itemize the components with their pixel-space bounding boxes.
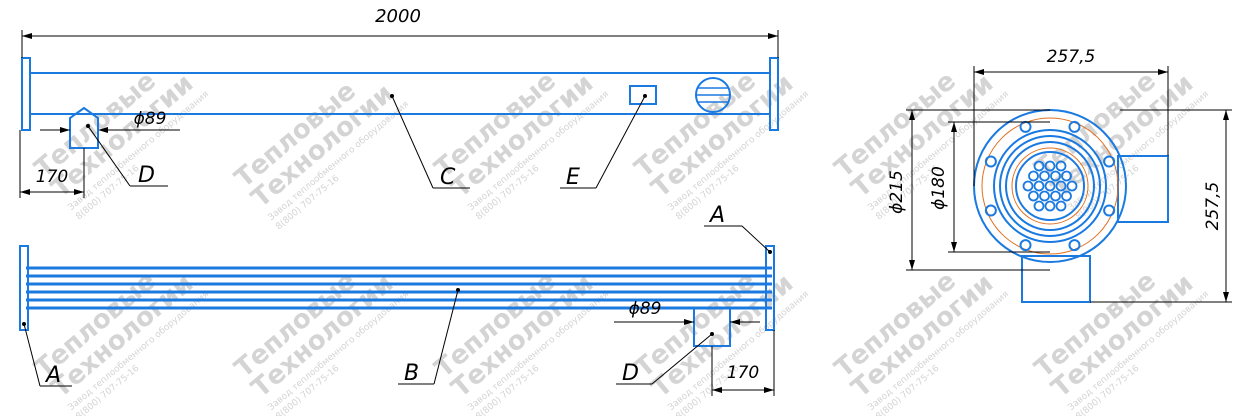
tube xyxy=(1033,200,1045,212)
bolt-hole xyxy=(1103,204,1116,217)
tube xyxy=(1028,190,1039,202)
tube xyxy=(1044,180,1056,192)
bolt-hole xyxy=(1019,239,1032,252)
dim-dia-outer: ϕ215 xyxy=(887,170,907,214)
callout-c: C xyxy=(440,165,456,190)
tube xyxy=(1055,160,1067,172)
tube xyxy=(1061,170,1072,182)
bottom-view: ϕ89 170 A A B D xyxy=(19,203,775,396)
dim-flange-width: 257,5 xyxy=(1047,47,1096,67)
callout-b: B xyxy=(404,361,419,386)
dim-dia-inner: ϕ180 xyxy=(929,166,949,210)
tube xyxy=(1033,160,1045,172)
dim-pipe-dia-bottom: ϕ89 xyxy=(629,299,662,319)
tube xyxy=(1050,190,1061,202)
bolt-hole xyxy=(984,204,997,217)
callout-e: E xyxy=(566,165,580,190)
callout-a-top: A xyxy=(708,203,725,228)
tube xyxy=(1028,170,1039,182)
tube xyxy=(1039,190,1050,202)
end-view: 257,5 257,5 ϕ215 ϕ180 xyxy=(887,47,1232,303)
bolt-hole xyxy=(1068,239,1081,252)
tube xyxy=(1033,180,1045,192)
dim-pipe-dia-top: ϕ89 xyxy=(134,109,167,129)
tube xyxy=(1055,180,1067,192)
tube xyxy=(1061,190,1072,202)
tube xyxy=(1022,180,1034,192)
bolt-hole xyxy=(1019,120,1032,133)
tube xyxy=(1039,170,1050,182)
callout-a-bottom: A xyxy=(44,363,61,388)
bolt-hole xyxy=(1103,155,1116,168)
tube xyxy=(1050,170,1061,182)
top-view: 2000 170 ϕ89 D C E xyxy=(19,6,779,198)
dim-offset-top: 170 xyxy=(36,167,68,187)
dim-offset-bottom: 170 xyxy=(727,363,759,383)
tube xyxy=(1055,200,1067,212)
bolt-hole xyxy=(1068,120,1081,133)
tube xyxy=(1066,180,1078,192)
bolt-hole xyxy=(984,155,997,168)
tube xyxy=(1044,160,1056,172)
dim-flange-height: 257,5 xyxy=(1203,182,1223,231)
tube xyxy=(1044,200,1056,212)
callout-d-bottom: D xyxy=(622,361,639,386)
dim-length-top: 2000 xyxy=(375,6,421,27)
callout-d-top: D xyxy=(138,163,155,188)
